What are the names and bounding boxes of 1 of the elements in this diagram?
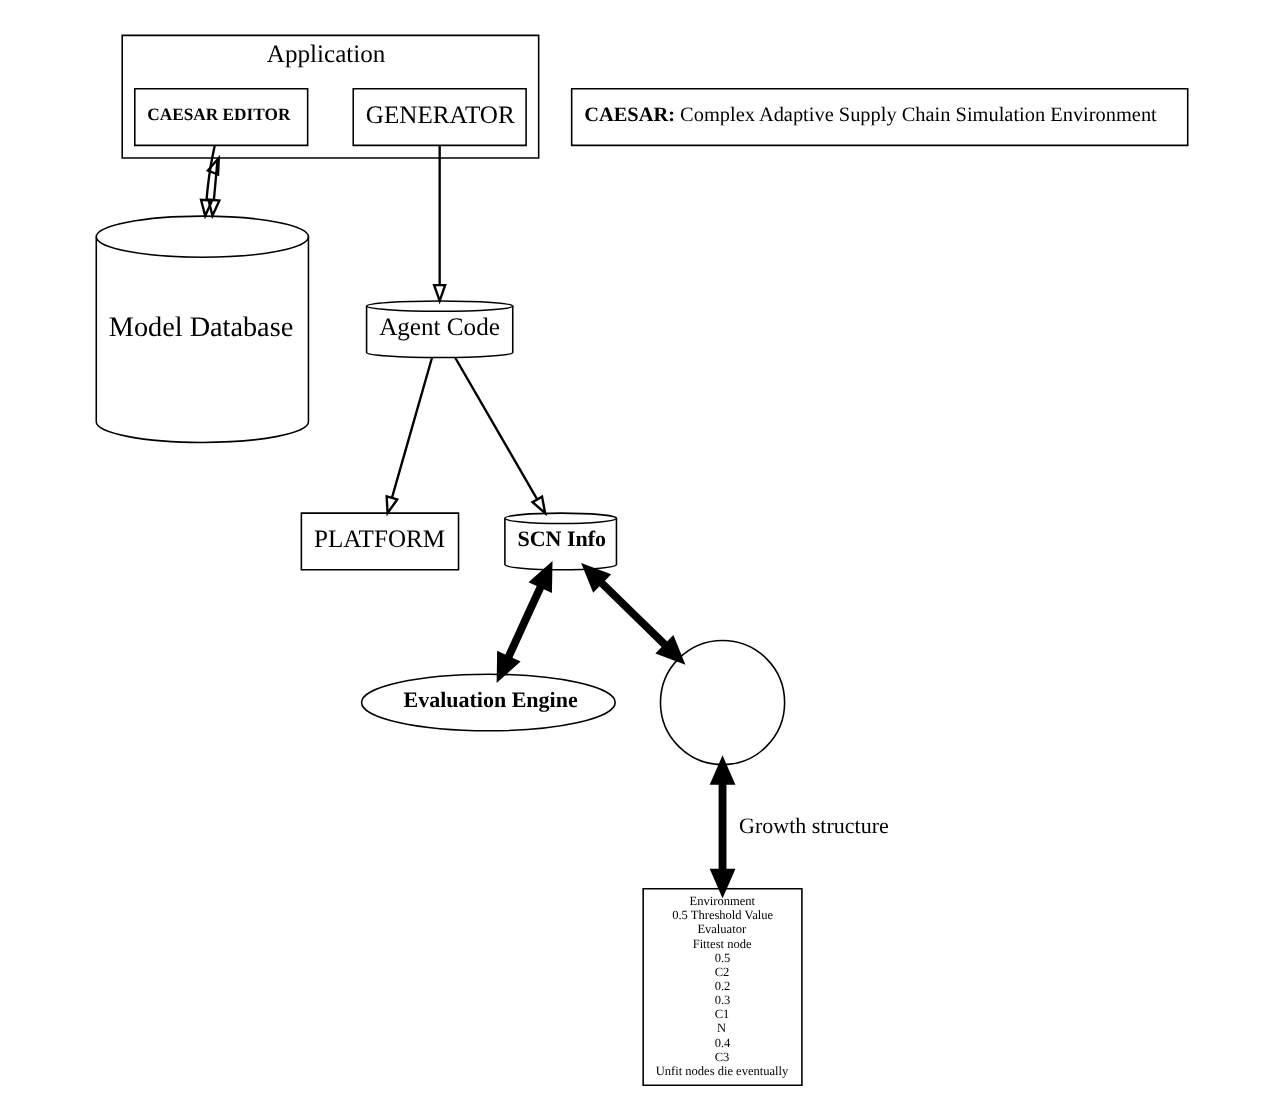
edge-label: Growth structure xyxy=(738,815,888,840)
